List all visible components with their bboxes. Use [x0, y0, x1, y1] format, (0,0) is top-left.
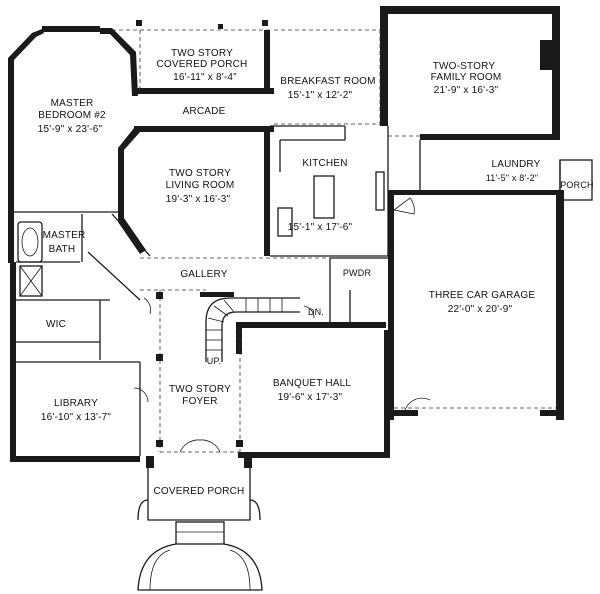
banquet-bottom-wall [238, 452, 388, 458]
family-label-2: FAMILY ROOM [431, 72, 502, 83]
family-top-wall [380, 6, 560, 14]
library-dims: 16'-10" x 13'-7" [41, 412, 112, 423]
pwdr-label: PWDR [343, 268, 372, 278]
master-bedroom-top-wall [42, 26, 100, 32]
garage-dims: 22'-0" x 20'-9" [448, 304, 513, 315]
master-bedroom-label-2: BEDROOM #2 [38, 110, 106, 121]
front-porch-left-curve [137, 499, 149, 521]
stair-up-label: UP. [207, 356, 221, 366]
covered-porch-top-label-1: TWO STORY [171, 48, 233, 59]
bathtub-basin [21, 227, 39, 257]
garage-left-wall [388, 190, 394, 420]
covered-porch-top-label-2: COVERED PORCH [157, 59, 248, 70]
foyer-label-1: TWO STORY [169, 384, 231, 395]
stair-wall [236, 322, 242, 354]
shower [19, 265, 43, 297]
bottom-wall-library [10, 456, 140, 462]
kitchen-dims: 15'-1" x 17'-6" [288, 222, 353, 233]
master-bedroom-dims: 15'-9" x 23'-6" [38, 124, 103, 135]
shower-x2 [19, 265, 43, 297]
arcade-label: ARCADE [183, 106, 226, 117]
front-porch-outline [147, 456, 251, 521]
family-left-wall [380, 8, 388, 126]
front-porch-right-curve [249, 499, 261, 521]
living-left-wall [118, 128, 146, 254]
living-label-1: TWO STORY [169, 168, 231, 179]
doors [133, 197, 431, 453]
breakfast-label: BREAKFAST ROOM [280, 76, 375, 87]
family-right-wall [552, 6, 560, 138]
foyer-label-2: FOYER [182, 396, 217, 407]
master-bath-label-2: BATH [49, 244, 76, 255]
living-top-wall [134, 126, 274, 132]
arcade-top-wall [134, 88, 274, 94]
columns [136, 6, 504, 447]
library-label: LIBRARY [54, 398, 98, 409]
master-bedroom-bay-wall-right [100, 28, 138, 96]
left-wall-lower [10, 262, 16, 462]
laundry-label: LAUNDRY [491, 159, 540, 170]
banquet-label: BANQUET HALL [273, 378, 352, 389]
garage-bottom-left [388, 410, 418, 416]
side-porch-label: PORCH [560, 180, 594, 190]
fireplace [540, 40, 556, 70]
laundry-dims: 11'-5" x 8'-2" [486, 173, 538, 183]
front-porch-col-right [244, 456, 252, 468]
stair-inner [221, 311, 300, 362]
banquet-dims: 19'-6" x 17'-3" [278, 392, 343, 403]
left-wall-bath [8, 208, 14, 263]
gallery-label: GALLERY [180, 269, 227, 280]
hall-diagonal-2 [111, 213, 151, 257]
wic-label: WIC [46, 319, 66, 330]
garage-top-wall [394, 190, 564, 195]
stair-down-label: DN. [308, 307, 324, 317]
master-bath-label-1: MASTER [43, 230, 86, 241]
garage-right-wall [556, 190, 564, 420]
bathtub [17, 221, 43, 263]
front-steps [175, 521, 225, 545]
garage-bottom-right [540, 410, 564, 416]
family-dims: 21'-9" x 16'-3" [434, 85, 499, 96]
hall-diagonal [87, 251, 141, 301]
stair-treads [206, 298, 283, 351]
garage-label: THREE CAR GARAGE [429, 290, 536, 301]
step-arc-1 [149, 549, 171, 591]
covered-porch-top-dims: 16'-11" x 8'-4" [173, 72, 237, 83]
kitchen-island [313, 175, 335, 219]
stair-outer [205, 297, 300, 362]
banquet-right-wall [384, 330, 390, 458]
kitchen-counter-left [277, 207, 293, 237]
banquet-top-wall [236, 322, 386, 328]
front-steps-curve [137, 543, 263, 591]
master-bedroom-label-1: MASTER [51, 98, 94, 109]
family-label-1: TWO-STORY [433, 61, 496, 72]
living-right-wall [264, 132, 270, 256]
kitchen-label: KITCHEN [302, 158, 347, 169]
front-porch-label: COVERED PORCH [154, 486, 245, 497]
kitchen-counter-right [375, 171, 385, 211]
master-bedroom-bay-wall [8, 29, 44, 208]
stair-top-wall [200, 292, 234, 297]
step-arc-2 [229, 549, 251, 591]
side-porch-box [559, 159, 593, 201]
living-dims: 19'-3" x 16'-3" [166, 194, 231, 205]
breakfast-dims: 15'-1" x 12'-2" [288, 90, 353, 101]
living-label-2: LIVING ROOM [166, 180, 235, 191]
porch-right-wall [264, 30, 270, 94]
laundry-top-wall [420, 134, 560, 140]
front-porch-col-left [146, 456, 154, 468]
